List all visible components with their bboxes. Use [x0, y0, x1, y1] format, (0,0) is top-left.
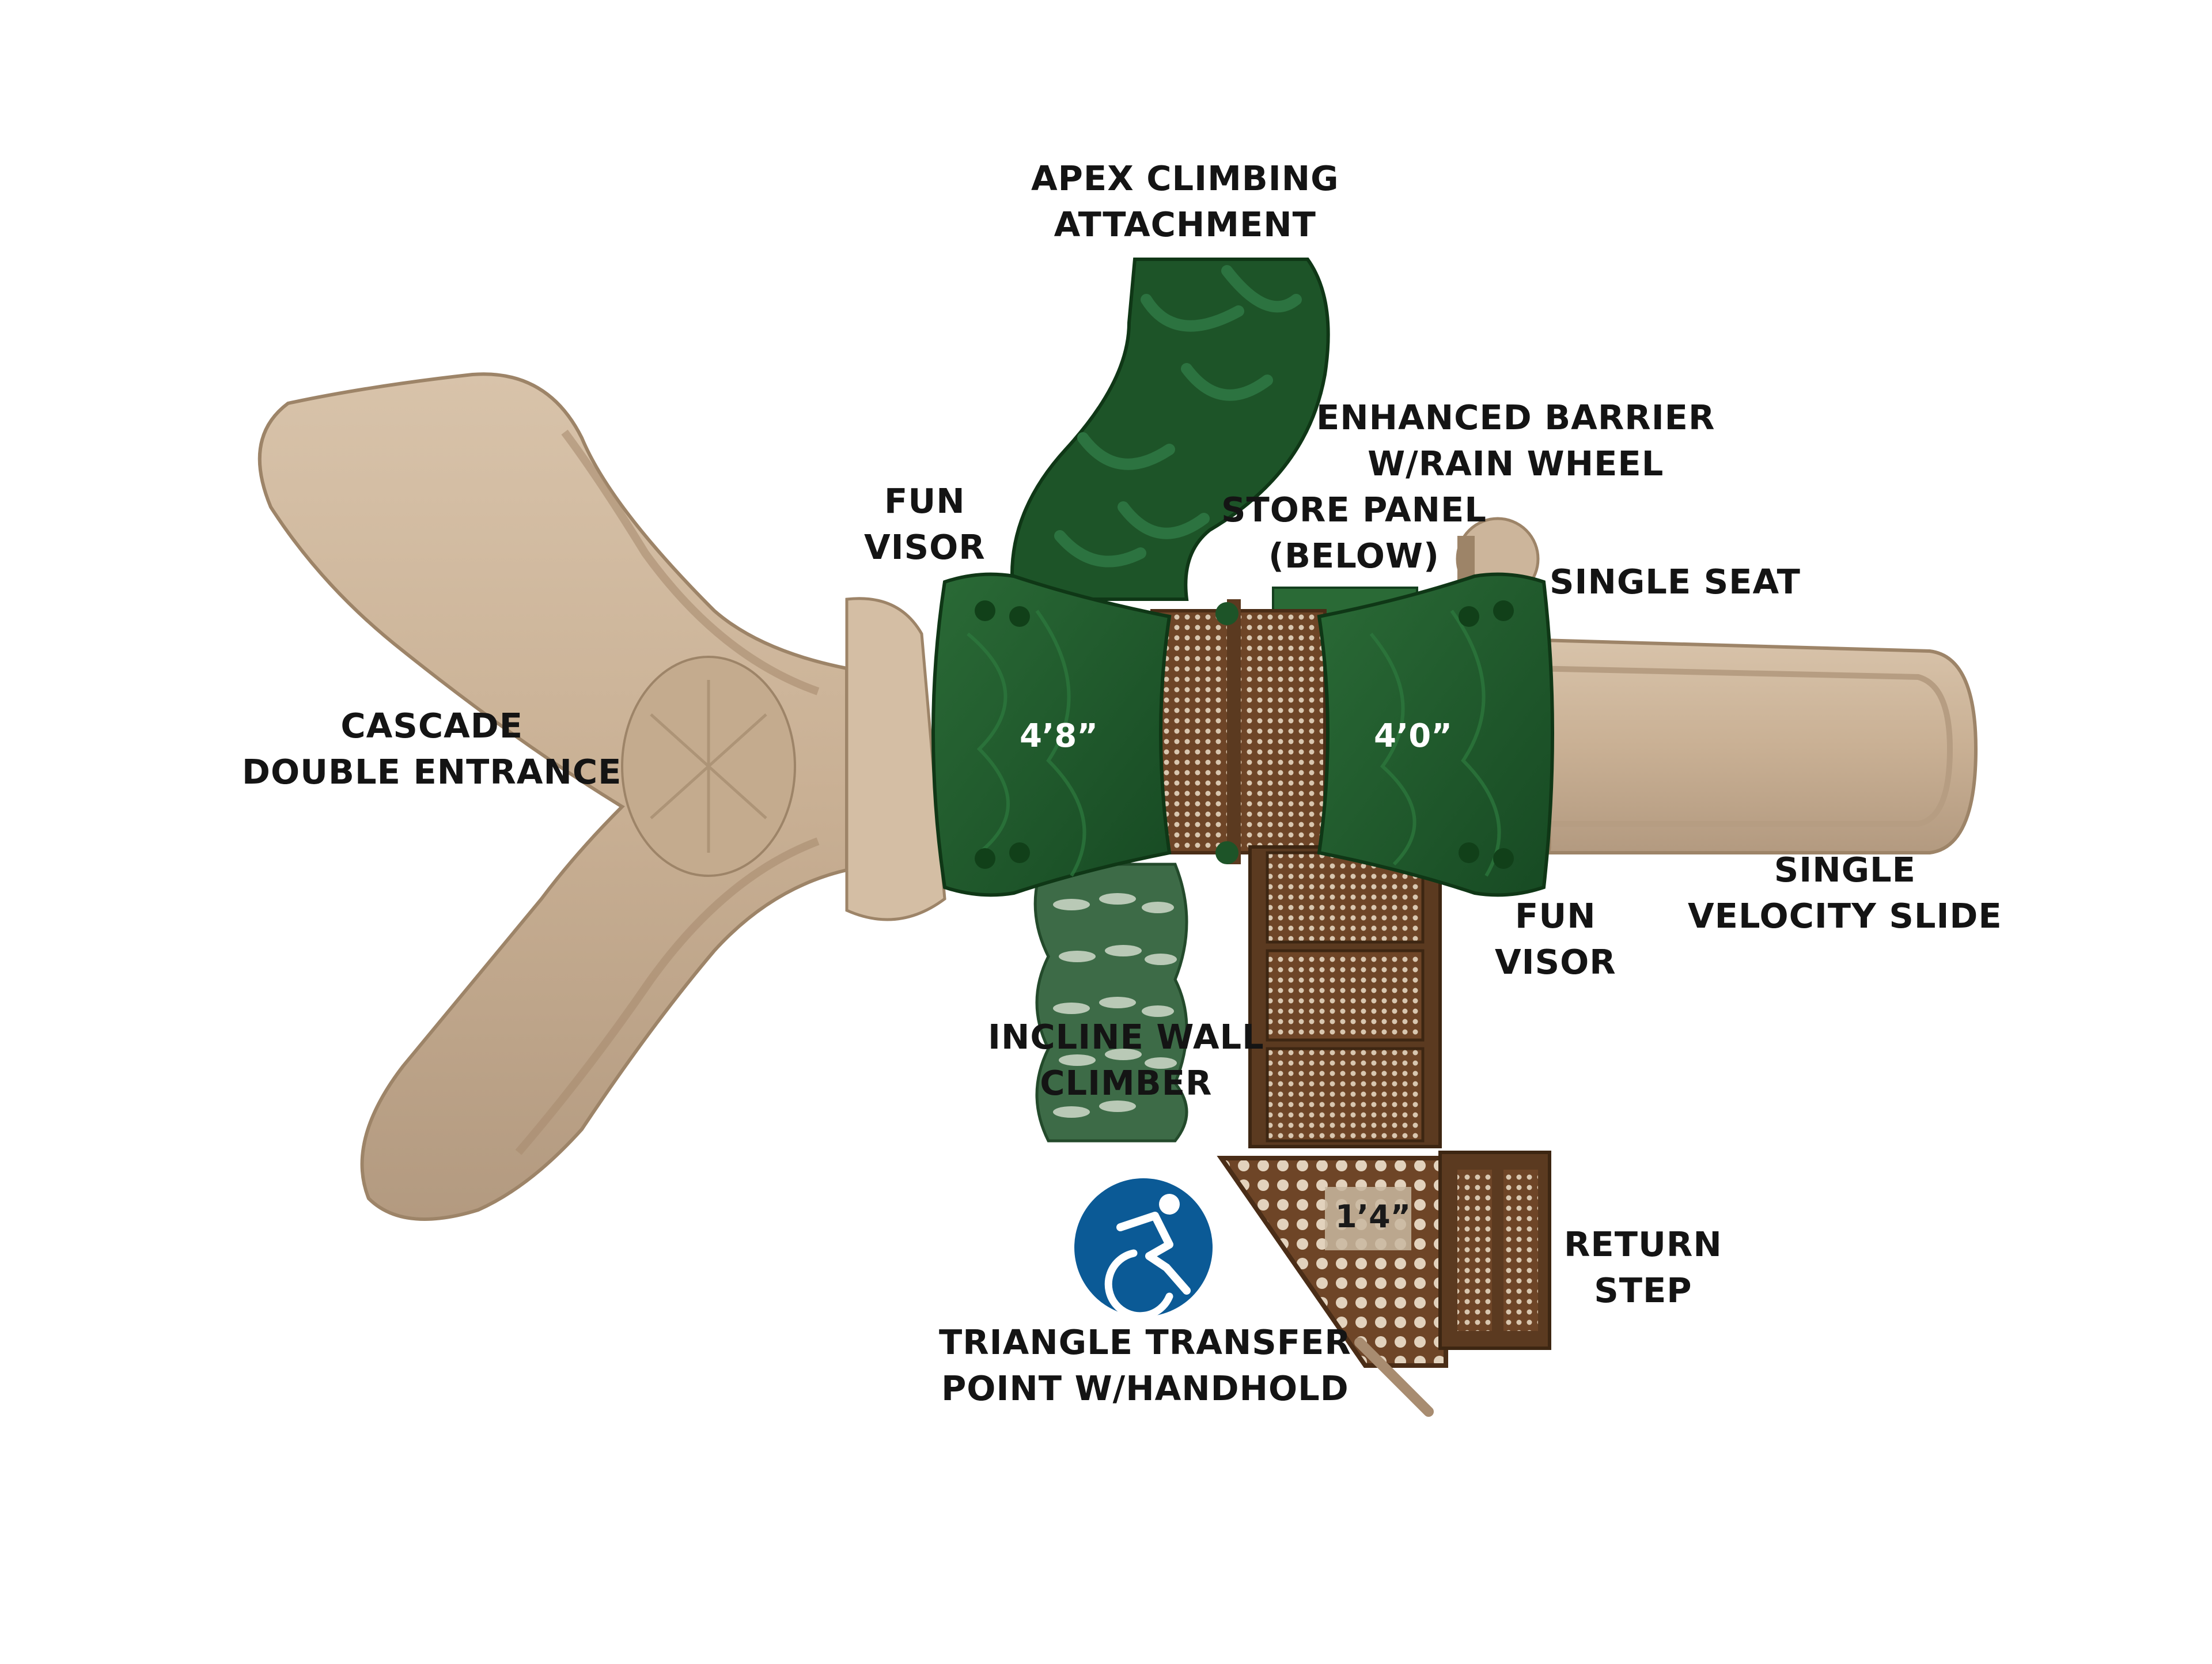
label-single-seat: SINGLE SEAT: [1550, 562, 1801, 602]
center-deck: [1150, 599, 1327, 864]
roof-right-fun-visor: [1317, 572, 1554, 897]
deck-height-left: 4’8”: [1020, 717, 1099, 755]
single-velocity-slide: [1496, 632, 1978, 860]
label-store-panel: STORE PANEL(BELOW): [1221, 490, 1487, 576]
walkway-steps: [1248, 845, 1442, 1148]
roof-left-fun-visor: [931, 572, 1172, 897]
wheelchair-accessibility-icon: [1074, 1178, 1213, 1320]
return-step: [1438, 1151, 1551, 1350]
incline-wall-climber: [1033, 863, 1188, 1143]
handhold: [1354, 1337, 1434, 1417]
cascade-double-entrance-slide: [257, 372, 946, 1221]
deck-height-right: 4’0”: [1374, 717, 1453, 755]
apex-climbing-attachment: [1010, 258, 1330, 601]
deck-height-transfer: 1’4”: [1335, 1198, 1411, 1235]
triangle-transfer-point: [1217, 1156, 1448, 1417]
